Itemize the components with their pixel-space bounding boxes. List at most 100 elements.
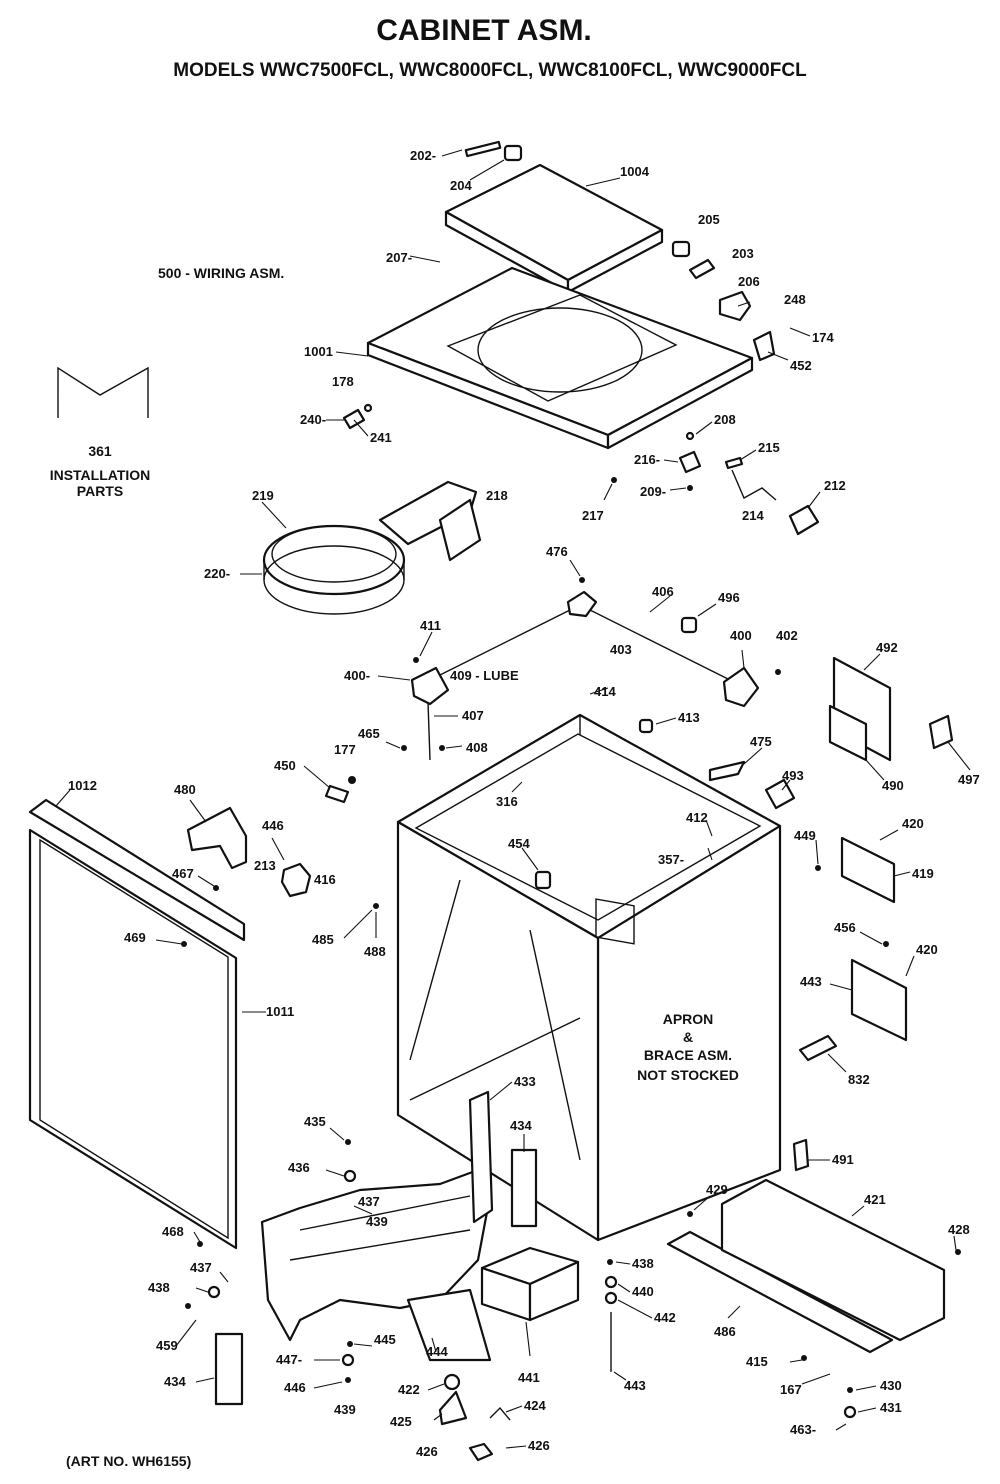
part-label: 486 xyxy=(714,1324,736,1339)
part-label: 443 xyxy=(624,1378,646,1393)
part-label: 413 xyxy=(678,710,700,725)
lid-switch xyxy=(718,290,752,322)
part-label: 422 xyxy=(398,1382,420,1397)
screw-485 xyxy=(373,903,379,909)
clip-450 xyxy=(324,784,350,804)
washer-208 xyxy=(685,431,695,441)
screw-415 xyxy=(801,1355,807,1361)
clip-215 xyxy=(724,456,744,470)
part-label: 450 xyxy=(274,758,296,773)
part-label: 241 xyxy=(370,430,392,445)
part-label: 493 xyxy=(782,768,804,783)
side-rail-421 xyxy=(720,1178,946,1342)
lid-bumper xyxy=(671,240,691,258)
top-rail xyxy=(28,798,246,942)
part-label: 467 xyxy=(172,866,194,881)
part-label: 441 xyxy=(518,1370,540,1385)
part-label: 218 xyxy=(486,488,508,503)
part-label: 485 xyxy=(312,932,334,947)
screw-402 xyxy=(775,669,781,675)
part-label: 465 xyxy=(358,726,380,741)
screw-468 xyxy=(197,1241,203,1247)
part-label: 178 xyxy=(332,374,354,389)
part-label: 434 xyxy=(164,1374,186,1389)
part-label: 215 xyxy=(758,440,780,455)
part-label: 208 xyxy=(714,412,736,427)
part-label: 202- xyxy=(410,148,436,163)
part-label: 449 xyxy=(794,828,816,843)
part-label: 475 xyxy=(750,734,772,749)
part-label: 492 xyxy=(876,640,898,655)
part-label: 428 xyxy=(948,1222,970,1237)
part-label: 407 xyxy=(462,708,484,723)
part-label: 203 xyxy=(732,246,754,261)
screw-429 xyxy=(687,1211,693,1217)
part-label: 438 xyxy=(632,1256,654,1271)
bracket-480 xyxy=(186,806,248,870)
clip-475 xyxy=(708,760,746,782)
part-label: 431 xyxy=(880,1400,902,1415)
part-label: 445 xyxy=(374,1332,396,1347)
part-label: 1011 xyxy=(266,1004,294,1019)
part-label: 412 xyxy=(686,810,708,825)
nut-438 xyxy=(207,1285,221,1299)
lid-switch-212 xyxy=(788,504,820,536)
part-label: 437 xyxy=(190,1260,212,1275)
bumper-496 xyxy=(680,616,698,634)
install-line1: INSTALLATION xyxy=(50,467,151,483)
screw-456 xyxy=(883,941,889,947)
part-label: 420 xyxy=(902,816,924,831)
part-label: 426 xyxy=(528,1438,550,1453)
part-label: 177 xyxy=(334,742,356,757)
part-label: 437 xyxy=(358,1194,380,1209)
screw-177 xyxy=(348,776,356,784)
art-number: (ART NO. WH6155) xyxy=(66,1453,191,1469)
part-label: 430 xyxy=(880,1378,902,1393)
screw-476 xyxy=(579,577,585,583)
screw-217 xyxy=(611,477,617,483)
hose-clamp-424 xyxy=(489,1406,511,1421)
lube-note: 409 - LUBE xyxy=(450,668,519,683)
valve-plate-443 xyxy=(850,958,908,1042)
clip-426 xyxy=(468,1442,494,1462)
part-label: 209- xyxy=(640,484,666,499)
part-label: 1004 xyxy=(620,164,650,179)
part-label: 419 xyxy=(912,866,934,881)
part-label: 213 xyxy=(254,858,276,873)
part-label: 832 xyxy=(848,1072,870,1087)
suspension-rod xyxy=(429,604,741,686)
part-label: 454 xyxy=(508,836,530,851)
bumper-454 xyxy=(534,870,552,890)
part-label: 406 xyxy=(652,584,674,599)
part-label: 469 xyxy=(124,930,146,945)
part-label: 420 xyxy=(916,942,938,957)
part-label: 415 xyxy=(746,1354,768,1369)
nut-436 xyxy=(343,1169,357,1183)
part-label: 408 xyxy=(466,740,488,755)
part-label: 490 xyxy=(882,778,904,793)
part-label: 248 xyxy=(784,292,806,307)
tub-ring xyxy=(262,524,406,615)
part-label: 167 xyxy=(780,1382,802,1397)
pivot-403 xyxy=(566,590,598,618)
part-label: 456 xyxy=(834,920,856,935)
part-label: 488 xyxy=(364,944,386,959)
part-label: 444 xyxy=(426,1344,448,1359)
clip-240 xyxy=(342,408,366,430)
pump-416 xyxy=(280,862,312,898)
top-cover xyxy=(366,266,754,450)
part-label: 463- xyxy=(790,1422,816,1437)
part-label: 416 xyxy=(314,872,336,887)
part-label: 400 xyxy=(730,628,752,643)
part-label: 497 xyxy=(958,772,980,787)
suspension-bracket-right xyxy=(722,666,760,708)
screw-446 xyxy=(345,1377,351,1383)
motor-441 xyxy=(480,1246,580,1322)
part-label: 459 xyxy=(156,1338,178,1353)
part-label: 476 xyxy=(546,544,568,559)
part-label: 214 xyxy=(742,508,764,523)
part-label: 496 xyxy=(718,590,740,605)
side-panel xyxy=(28,828,238,1250)
foot-425 xyxy=(438,1390,468,1426)
clip-497 xyxy=(928,714,954,750)
